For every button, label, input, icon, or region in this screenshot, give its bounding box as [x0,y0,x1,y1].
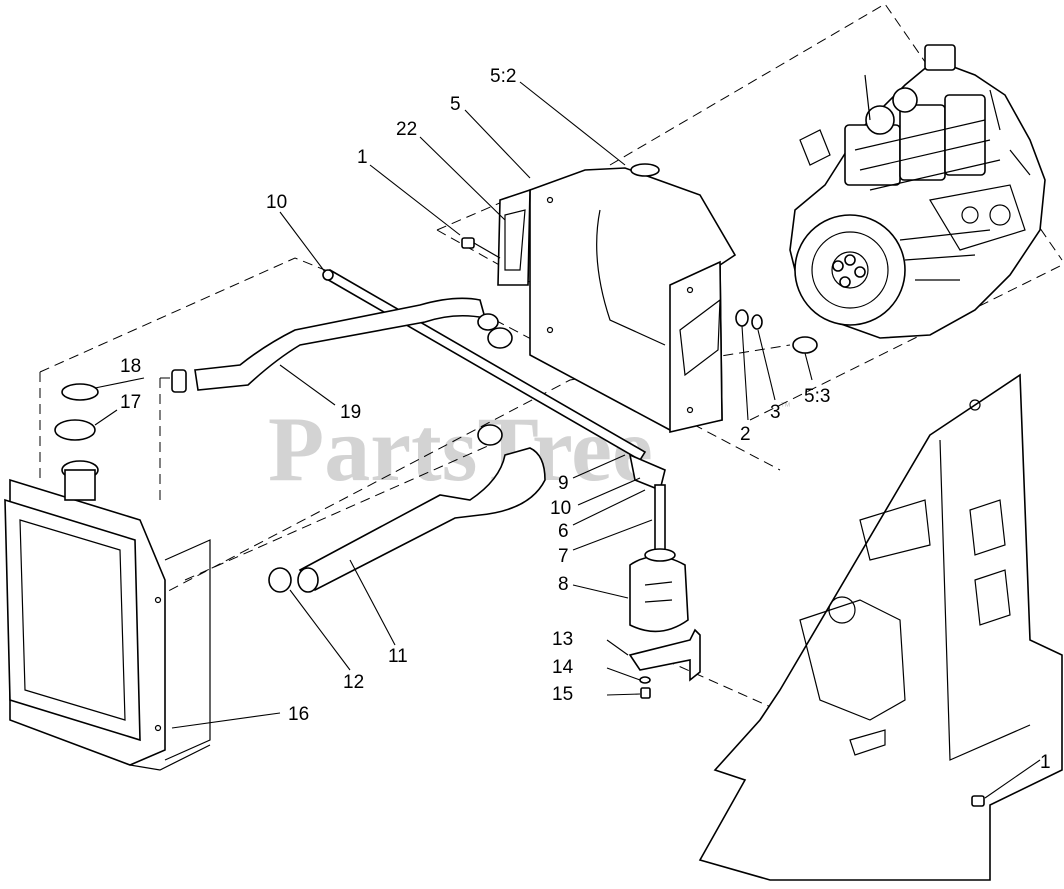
callout-14: 14 [552,657,574,678]
callout-5: 5 [450,94,461,115]
callout-5-3: 5:3 [804,386,830,407]
callout-18: 18 [120,356,141,377]
callout-1-bottom: 1 [1040,752,1051,773]
lower-radiator-hose [268,424,546,593]
callout-19: 19 [340,402,361,423]
callout-5-2: 5:2 [490,66,516,87]
callout-22: 22 [396,119,417,140]
callout-3: 3 [770,402,781,423]
leader-lines [94,81,1041,799]
upper-radiator-hose [171,297,513,393]
callout-10-top: 10 [266,192,287,213]
callout-11: 11 [388,646,408,667]
fan-shroud [497,163,737,434]
callout-6: 6 [558,521,569,542]
watermark-text: PartsTree [268,398,653,500]
radiator [4,383,211,771]
callout-16: 16 [288,704,309,725]
callout-13: 13 [552,629,573,650]
callout-7: 7 [558,546,569,567]
callout-2: 2 [740,424,751,445]
overflow-bottle-assembly [628,484,701,699]
callout-10-mid: 10 [550,498,571,519]
callout-9: 9 [558,473,569,494]
callout-8: 8 [558,574,569,595]
callout-labels: 5:2 5 22 1 10 18 17 19 2 3 5:3 9 10 6 7 … [120,66,1051,773]
frame-panel [698,373,1063,881]
callout-12: 12 [343,672,364,693]
engine [789,44,1046,339]
callout-17: 17 [120,392,141,413]
watermark-trademark: ™ [780,401,791,413]
callout-15: 15 [552,684,573,705]
callout-1-top: 1 [357,147,368,168]
